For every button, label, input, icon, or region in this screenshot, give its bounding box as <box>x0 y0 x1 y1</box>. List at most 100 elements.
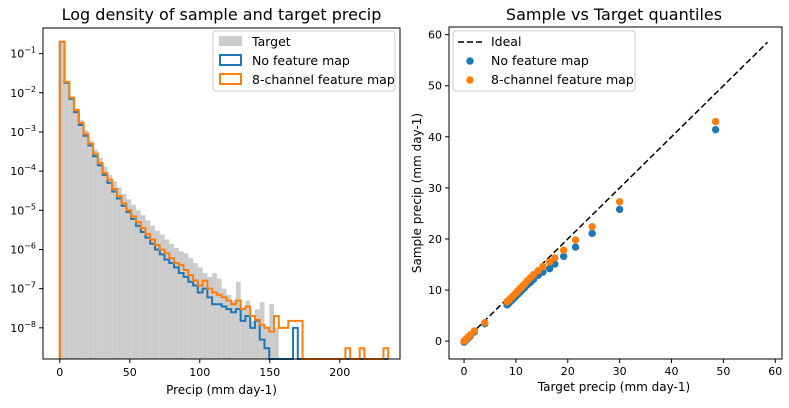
eight-channel-feature-map-point <box>470 327 479 335</box>
target-bar <box>207 276 213 359</box>
ideal-line <box>463 41 769 342</box>
legend-swatch-no-feature <box>219 54 242 66</box>
eight-channel-feature-map-point <box>481 319 489 327</box>
histogram-x-axis-label: Precip (mm day-1) <box>166 383 277 397</box>
scatter-x-axis-label: Target precip (mm day-1) <box>537 380 690 394</box>
scatter-y-tick-label: 50 <box>428 80 442 93</box>
histogram-x-tick-label: 100 <box>189 366 210 379</box>
scatter-y-axis-label: Sample precip (mm day-1) <box>410 113 424 273</box>
legend-label-no-feature-scatter: No feature map <box>491 53 589 68</box>
target-bar <box>212 273 217 359</box>
target-bar <box>69 96 75 359</box>
target-bar <box>78 120 84 359</box>
no-feature-map-point <box>571 243 580 251</box>
target-bar <box>112 181 117 359</box>
scatter-legend: Ideal No feature map 8-channel feature m… <box>452 30 636 92</box>
target-bar <box>116 187 122 359</box>
histogram-legend: Target No feature map 8-channel feature … <box>212 30 396 92</box>
histogram-frame <box>42 27 401 360</box>
target-bar <box>264 327 270 359</box>
histogram-x-tick-label: 0 <box>56 366 63 379</box>
scatter-y-tick-label: 60 <box>428 29 442 42</box>
target-bar <box>231 300 236 359</box>
scatter-y-tick-label: 10 <box>428 284 442 297</box>
histogram-x-ticks: 0 50 100 150 200 <box>56 359 350 379</box>
target-bar <box>250 320 255 359</box>
legend-swatch-eight-channel <box>219 73 242 85</box>
legend-label-no-feature: No feature map <box>252 53 350 68</box>
histogram-x-tick-label: 200 <box>329 366 350 379</box>
scatter-y-tick-label: 40 <box>428 131 442 144</box>
scatter-y-tick-label: 0 <box>435 335 442 348</box>
scatter-frame <box>448 26 783 360</box>
no-feature-map-point <box>559 252 568 261</box>
no-feature-map-point <box>545 264 554 273</box>
target-bar <box>174 247 179 359</box>
target-bar <box>226 294 232 359</box>
legend-marker-eight-channel <box>466 76 474 84</box>
target-bar <box>131 204 136 359</box>
target-bar <box>74 108 79 359</box>
no-feature-map-point <box>615 205 624 214</box>
target-bar <box>140 215 146 359</box>
target-bar <box>102 166 108 359</box>
histogram-x-tick-label: 50 <box>123 366 137 379</box>
target-bar <box>178 251 184 359</box>
target-bar <box>97 157 103 359</box>
scatter-y-tick-label: 30 <box>428 182 442 195</box>
target-bar <box>159 234 165 359</box>
legend-label-eight-channel: 8-channel feature map <box>252 72 395 87</box>
target-bar <box>240 309 246 359</box>
eight-channel-feature-map-point <box>588 223 596 231</box>
scatter-title: Sample vs Target quantiles <box>506 5 722 24</box>
target-bar <box>245 300 251 359</box>
target-bar <box>216 278 222 359</box>
target-bar <box>107 174 113 359</box>
target-bar <box>88 140 94 359</box>
target-bar <box>183 253 189 359</box>
scatter-x-tick-label: 60 <box>768 365 782 378</box>
legend-swatch-target <box>219 36 242 46</box>
scatter-x-tick-label: 20 <box>561 365 575 378</box>
scatter-x-tick-label: 50 <box>716 365 730 378</box>
scatter-legend-box <box>452 30 636 92</box>
eight-channel-feature-map-point <box>559 246 568 254</box>
target-bar <box>188 258 194 359</box>
legend-marker-no-feature <box>466 57 474 65</box>
legend-label-ideal: Ideal <box>491 34 521 49</box>
target-bar <box>155 230 160 359</box>
target-bar <box>197 267 203 359</box>
target-bar <box>274 327 279 359</box>
target-bar <box>121 194 127 359</box>
histogram-title: Log density of sample and target precip <box>62 5 382 24</box>
target-bar <box>83 130 89 359</box>
target-bar <box>59 41 65 360</box>
target-bar <box>64 80 70 359</box>
scatter-x-tick-label: 0 <box>461 365 468 378</box>
scatter-x-tick-label: 10 <box>509 365 523 378</box>
no-feature-map-step <box>58 40 389 360</box>
target-bars <box>59 41 279 360</box>
histogram-panel: Log density of sample and target precip … <box>10 5 401 397</box>
target-bar <box>169 243 175 359</box>
legend-label-eight-channel-scatter: 8-channel feature map <box>491 72 634 87</box>
no-feature-map-point <box>711 125 720 134</box>
target-bar <box>135 210 141 359</box>
histogram-x-tick-label: 150 <box>259 366 280 379</box>
eight-channel-feature-map-points <box>460 117 720 345</box>
no-feature-map-point <box>588 229 596 238</box>
legend-label-target: Target <box>251 34 291 49</box>
target-bar <box>259 302 265 359</box>
scatter-x-tick-label: 30 <box>613 365 627 378</box>
target-bar <box>150 225 155 359</box>
eight-channel-feature-map-point <box>551 254 559 262</box>
eight-channel-feature-map-point <box>545 258 554 266</box>
histogram-legend-box <box>212 30 396 92</box>
target-bar <box>193 263 198 359</box>
eight-channel-feature-map-point <box>571 236 580 244</box>
target-bar <box>126 199 132 359</box>
target-bar <box>221 288 227 359</box>
